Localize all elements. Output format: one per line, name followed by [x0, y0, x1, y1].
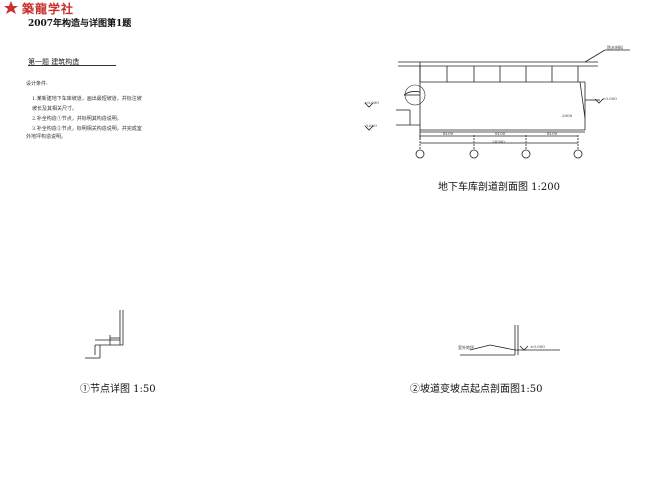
requirements-heading: 设计条件:	[26, 81, 48, 87]
requirement-item: 3.补全构造②节点，标明相关构造说明，并完成室	[32, 126, 142, 132]
logo-text: 築龍学社	[22, 2, 75, 16]
main-section-caption: 地下车库剖道剖面图 1:200	[438, 182, 560, 193]
detail-1-drawing	[85, 310, 124, 359]
requirement-item: 外地坪构造说明。	[26, 134, 67, 140]
elevation-bottom: -3.600	[364, 123, 377, 128]
elevation-left: ±0.000	[364, 100, 379, 105]
dimension-bay-1: 8100	[443, 131, 454, 136]
requirement-item: 坡长及其相关尺寸。	[32, 106, 78, 112]
logo-icon	[4, 1, 18, 14]
exam-title: 2007年构造与详图第1题	[28, 19, 132, 29]
dimension-bay-3: 8100	[547, 131, 558, 136]
requirement-item: 1.某新建地下车库坡道，画出最短坡道，并标注坡	[32, 96, 142, 102]
section-underline	[28, 65, 116, 66]
requirement-item: 2.补全构造①节点，并标明其构造说明。	[32, 116, 122, 122]
top-right-label: 防水材料	[607, 45, 623, 50]
dimension-total: 24300	[492, 139, 505, 144]
detail-1-caption: ①节点详图 1:50	[80, 384, 156, 395]
detail-2-elevation: ±0.000	[530, 344, 545, 349]
detail-2-label: 室外地坪	[458, 345, 474, 350]
dimension-bay-2: 8100	[495, 131, 506, 136]
detail-2-drawing	[460, 325, 560, 356]
elevation-right: ±0.000	[602, 96, 617, 101]
section-heading: 第一题 建筑构造	[28, 58, 80, 66]
dimension-small: 2000	[562, 113, 573, 118]
detail-2-caption: ②坡道变坡点起点剖面图1:50	[410, 384, 543, 395]
